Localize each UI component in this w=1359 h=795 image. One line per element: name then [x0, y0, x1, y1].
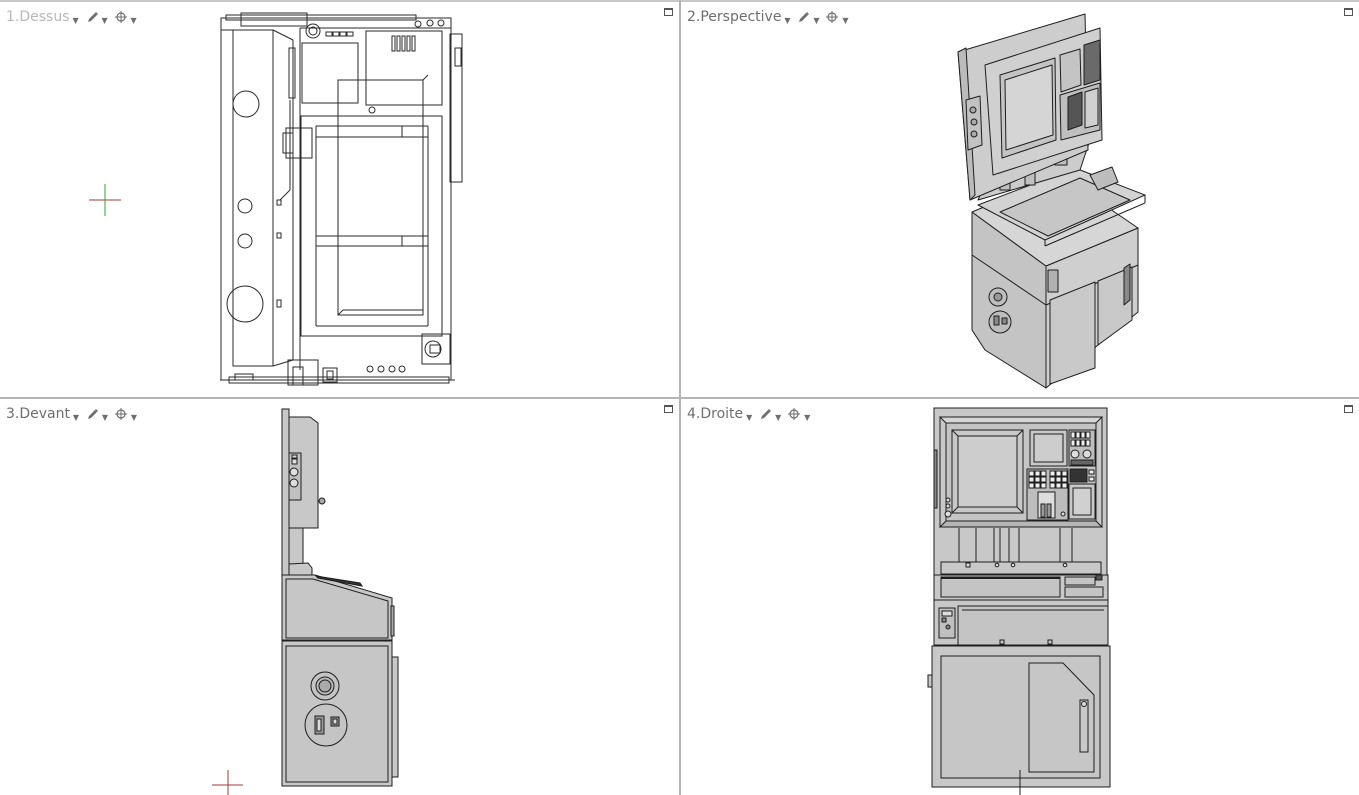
pencil-icon[interactable] [85, 10, 99, 24]
viewport-title[interactable]: 3.Devant [6, 406, 70, 422]
viewport-label-front: 3.Devant ▼ ▼ ▼ [6, 405, 139, 423]
crosshair-target-icon[interactable] [114, 10, 128, 24]
viewport-label-right: 4.Droite ▼ ▼ ▼ [687, 405, 812, 423]
chevron-down-icon[interactable]: ▼ [842, 15, 849, 25]
crosshair-target-icon[interactable] [825, 10, 839, 24]
maximize-icon[interactable] [1344, 8, 1353, 16]
viewport-label-perspective: 2.Perspective ▼ ▼ ▼ [687, 8, 850, 26]
chevron-down-icon[interactable]: ▼ [101, 15, 108, 25]
top-view-wireframe [89, 12, 463, 386]
front-view-shaded [212, 408, 399, 795]
chevron-down-icon[interactable]: ▼ [775, 412, 782, 422]
viewport-front[interactable]: 3.Devant ▼ ▼ ▼ [0, 399, 679, 795]
chevron-down-icon[interactable]: ▼ [130, 412, 138, 422]
pencil-icon[interactable] [85, 407, 99, 421]
pencil-icon[interactable] [758, 407, 772, 421]
chevron-down-icon[interactable]: ▼ [101, 412, 109, 422]
maximize-icon[interactable] [1344, 405, 1353, 413]
pencil-icon[interactable] [796, 10, 810, 24]
viewport-label-top: 1.Dessus ▼ ▼ ▼ [6, 8, 139, 26]
chevron-down-icon[interactable]: ▼ [813, 15, 820, 25]
maximize-icon[interactable] [664, 405, 673, 413]
viewport-divider-horizontal[interactable] [0, 397, 1359, 399]
viewport-title[interactable]: 2.Perspective [687, 9, 782, 25]
perspective-view-shaded [957, 13, 1146, 389]
viewport-title[interactable]: 1.Dessus [6, 9, 70, 25]
viewport-top[interactable]: 1.Dessus ▼ ▼ ▼ [0, 2, 679, 397]
right-view-shaded [927, 407, 1111, 795]
crosshair-target-icon[interactable] [787, 407, 801, 421]
viewport-title[interactable]: 4.Droite [687, 406, 744, 422]
crosshair-target-icon[interactable] [114, 407, 128, 421]
chevron-down-icon[interactable]: ▼ [72, 15, 79, 25]
viewport-perspective[interactable]: 2.Perspective ▼ ▼ ▼ [681, 2, 1359, 397]
maximize-icon[interactable] [664, 8, 673, 16]
chevron-down-icon[interactable]: ▼ [784, 15, 791, 25]
chevron-down-icon[interactable]: ▼ [130, 15, 137, 25]
viewport-right[interactable]: 4.Droite ▼ ▼ ▼ [681, 399, 1359, 795]
chevron-down-icon[interactable]: ▼ [746, 412, 753, 422]
chevron-down-icon[interactable]: ▼ [804, 412, 811, 422]
chevron-down-icon[interactable]: ▼ [72, 412, 80, 422]
